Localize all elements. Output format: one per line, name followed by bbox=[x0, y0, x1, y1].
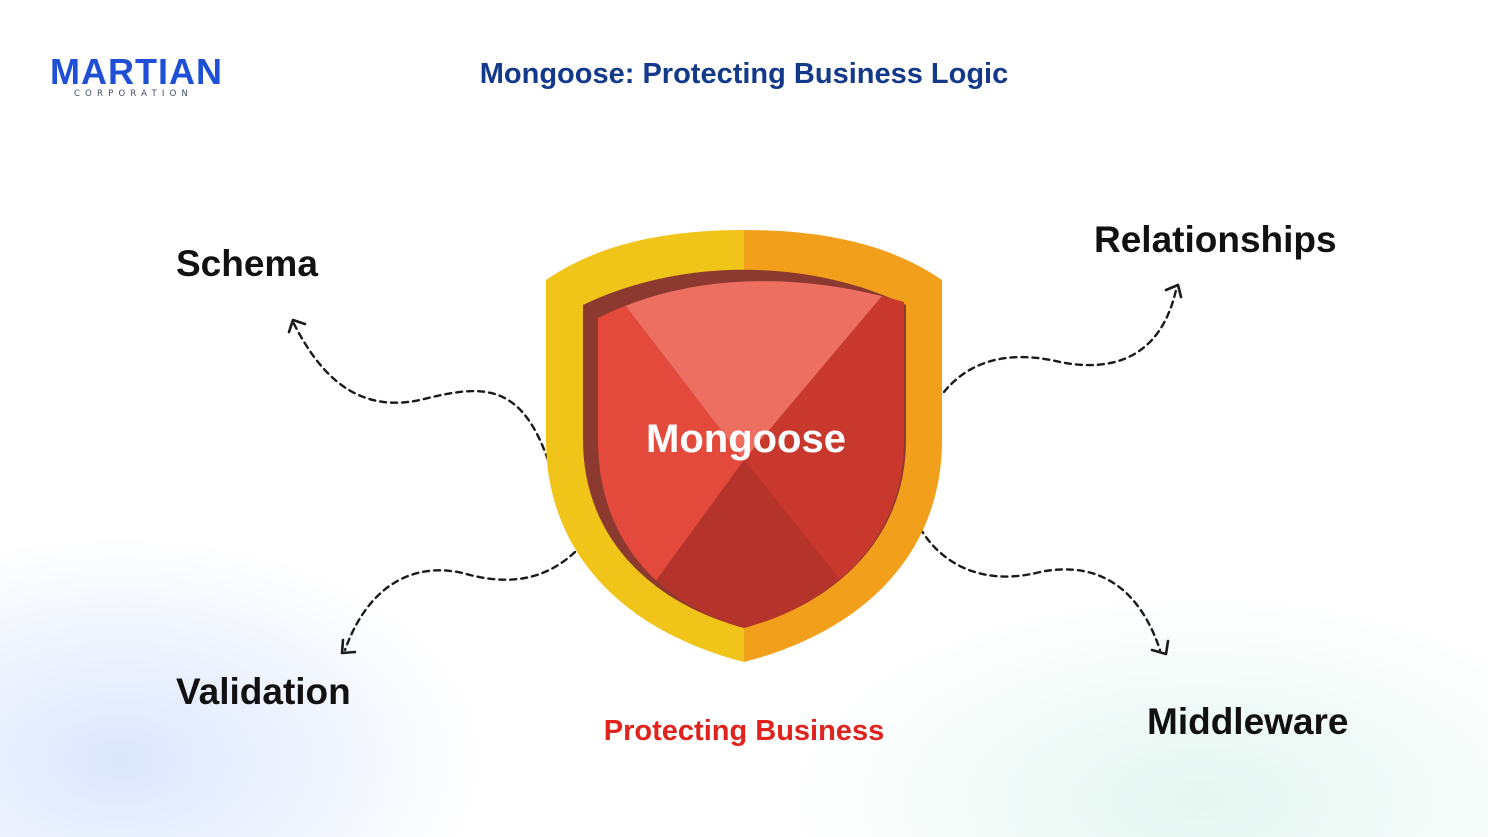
node-validation: Validation bbox=[176, 671, 351, 712]
connector-validation bbox=[343, 550, 577, 652]
company-logo: MARTIAN CORPORATION bbox=[50, 54, 245, 102]
node-relationships: Relationships bbox=[1094, 219, 1337, 260]
arrowhead-relationships bbox=[1164, 283, 1183, 299]
arrowhead-middleware bbox=[1150, 639, 1170, 656]
logo-subtitle: CORPORATION bbox=[74, 89, 194, 99]
arrowhead-schema bbox=[287, 318, 307, 334]
caption: Protecting Business bbox=[603, 715, 885, 747]
logo-wordmark: MARTIAN bbox=[50, 51, 223, 92]
node-schema: Schema bbox=[176, 243, 318, 284]
node-middleware: Middleware bbox=[1147, 701, 1349, 742]
connector-schema bbox=[291, 320, 550, 462]
connector-relationships bbox=[942, 288, 1178, 394]
connector-middleware bbox=[918, 526, 1162, 652]
shield-label: Mongoose bbox=[646, 417, 846, 461]
shield-icon: Mongoose bbox=[546, 230, 942, 662]
arrowhead-validation bbox=[340, 638, 357, 655]
page-title: Mongoose: Protecting Business Logic bbox=[479, 58, 1009, 90]
